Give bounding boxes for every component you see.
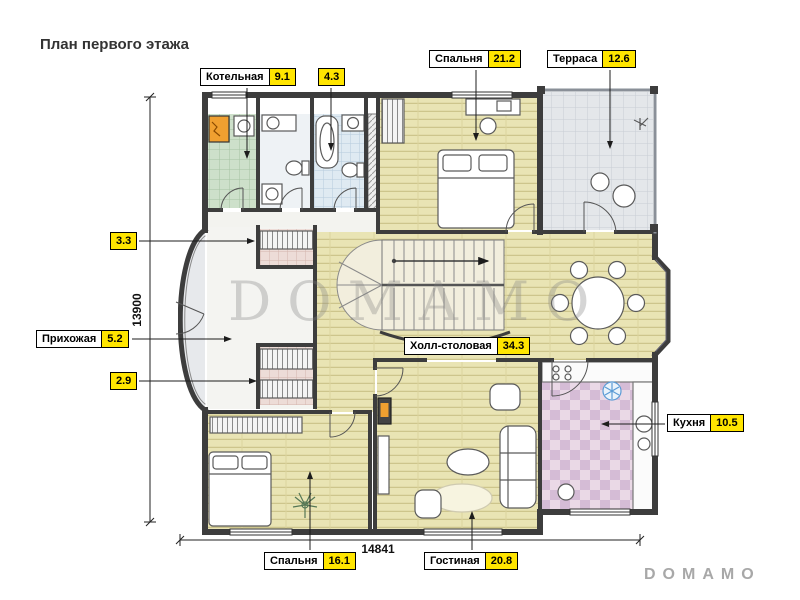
room-area-badge: 20.8: [485, 552, 519, 570]
leader-lines: [132, 70, 665, 550]
room-area-badge: 9.1: [269, 68, 296, 86]
armchair-1: [489, 383, 521, 411]
room-area-badge: 21.2: [488, 50, 521, 68]
coffee-table: [446, 448, 490, 476]
room-area-badge: 12.6: [603, 50, 636, 68]
room-area-badge: 16.1: [323, 552, 356, 570]
wardrobe-top: [381, 98, 405, 144]
bay-glazing: [655, 259, 667, 352]
curved-bay-wall: [177, 226, 209, 414]
room-area-badge: 10.5: [711, 414, 744, 432]
room-label-terrace: Терраса 12.6: [547, 50, 636, 68]
room-name: Спальня: [429, 50, 489, 68]
kitchen-chair: [557, 483, 575, 501]
room-name: Котельная: [200, 68, 270, 86]
plant-terrace: [633, 117, 649, 130]
bed-bottom: [208, 451, 272, 527]
room-name: Кухня: [667, 414, 712, 432]
desk-chair: [479, 117, 497, 135]
room-label-bedroom-bottom: Спальня 16.1: [264, 552, 356, 570]
room-area-badge: 4.3: [318, 68, 346, 86]
desk: [465, 98, 521, 135]
stairs: [336, 239, 511, 346]
bedroom-bottom-furniture: [208, 416, 318, 527]
room-label-hall-dining: Холл-столовая 34.3: [404, 337, 531, 355]
dimension-lines: [144, 92, 645, 546]
watermark-text: DOMAMO: [228, 270, 605, 333]
room-name: Гостиная: [424, 552, 486, 570]
dining-table: [550, 260, 646, 346]
sofa: [499, 425, 537, 509]
dimension-width-bg: [350, 542, 406, 556]
room-area-badge: 3.3: [110, 232, 138, 250]
windows: [211, 91, 659, 536]
room-name: Холл-столовая: [404, 337, 498, 355]
living-furniture: [377, 383, 537, 519]
room-area-badge: 2.9: [110, 372, 138, 390]
wardrobe-bottom: [209, 416, 303, 434]
hall-lower-floor: [315, 360, 375, 412]
brand-logo: DOMAMO: [644, 566, 761, 583]
doors: [166, 187, 617, 438]
room-label-closet-bottom: 2.9: [110, 372, 138, 390]
dimension-height-label: 13900: [130, 293, 144, 327]
room-label-kitchen: Кухня 10.5: [667, 414, 744, 432]
room-label-boiler: Котельная 9.1: [200, 68, 296, 86]
room-label-bedroom-top: Спальня 21.2: [429, 50, 521, 68]
dimension-width-label: 14841: [361, 542, 395, 556]
bathroom1-fixtures: [261, 114, 310, 205]
room-name: Терраса: [547, 50, 604, 68]
bay-floor: [655, 258, 668, 354]
tv-cabinet: [377, 435, 390, 495]
bed-top: [437, 149, 515, 229]
furniture: [208, 98, 656, 527]
wardrobe-closet-bottom-2: [259, 379, 314, 399]
room-label-hallway: Прихожая 5.2: [36, 330, 129, 348]
room-area-badge: 34.3: [497, 337, 531, 355]
room-area-badge: 5.2: [102, 330, 129, 348]
room-label-living: Гостиная 20.8: [424, 552, 519, 570]
entrance-door: [175, 301, 205, 335]
terrace-floor: [542, 92, 653, 230]
room-label-closet-top: 3.3: [110, 232, 138, 250]
room-label-bathroom-small: 4.3: [318, 68, 346, 86]
wardrobe-closet-bottom-1: [259, 348, 314, 370]
page-title: План первого этажа: [40, 36, 189, 53]
curved-bay-glazing: [184, 235, 206, 405]
fridge-snowflake-icon: [602, 381, 622, 401]
room-name: Спальня: [264, 552, 324, 570]
terrace-furniture: [590, 117, 649, 208]
armchair-2: [414, 489, 442, 519]
dimension-height-bg: [133, 282, 148, 338]
wardrobe-closet-top: [259, 230, 314, 250]
room-name: Прихожая: [36, 330, 103, 348]
